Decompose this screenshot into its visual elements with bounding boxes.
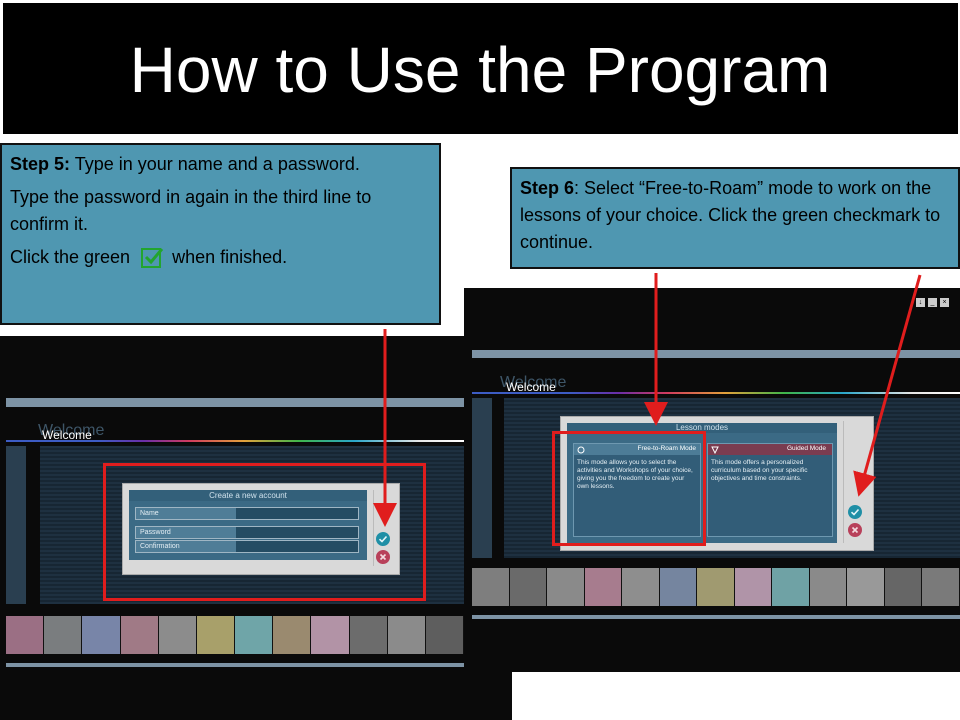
confirm-button[interactable] [376,532,390,546]
close-icon [379,553,387,561]
rainbow-divider [472,392,960,394]
step6-label: Step 6 [520,178,575,198]
step5-line3: Click the green when finished. [10,244,431,271]
name-field[interactable]: Name [135,507,359,520]
confirmation-field[interactable]: Confirmation [135,540,359,553]
arrow-to-confirm-right [853,274,922,497]
modes-panel: Free-to-Roam Mode This mode allows you t… [567,433,837,543]
highlight-box-free-to-roam [552,431,706,546]
name-field-label: Name [136,508,236,519]
bottom-bar [6,663,464,667]
minimize-button[interactable]: _ [928,298,937,307]
check-icon [850,508,860,516]
slide-title: How to Use the Program [129,34,831,106]
step5-line2: Type the password in again in the third … [10,187,372,234]
top-bar [6,398,464,407]
triangle-icon [711,446,719,454]
step5-line3-before: Click the green [10,247,131,267]
confirm-button[interactable] [848,505,862,519]
photo-filmstrip [472,568,960,606]
step6-text: : Select “Free-to-Roam” mode to work on … [520,178,941,252]
cancel-button[interactable] [376,550,390,564]
bottom-bar [472,615,960,619]
dialog-title: Create a new account [129,490,367,501]
free-to-roam-title: Free-to-Roam Mode [637,445,696,452]
welcome-label: Welcome [42,428,92,442]
step5-callout: Step 5: Type in your name and a password… [0,143,441,325]
welcome-ghost-text: Welcome [500,374,567,391]
step5-line3-after: when finished. [172,247,288,267]
guided-mode-title: Guided Mode [786,445,826,452]
left-panel [472,398,492,558]
circle-icon [577,446,585,454]
left-panel [6,446,26,604]
step5-text: Type in your name and a password. [70,154,360,174]
checkbox-checked-icon [141,248,164,269]
highlight-box-account [103,463,426,601]
account-screen-screenshot: Welcome Welcome Create a new account Nam… [0,336,512,720]
close-icon [851,526,859,534]
step6-callout: Step 6: Select “Free-to-Roam” mode to wo… [510,167,960,269]
free-to-roam-card[interactable]: Free-to-Roam Mode This mode allows you t… [573,443,701,537]
confirmation-field-label: Confirmation [136,541,236,552]
dialog-title: Lesson modes [567,423,837,433]
photo-filmstrip [6,616,465,654]
free-to-roam-description: This mode allows you to select the activ… [577,459,693,490]
create-account-dialog: Create a new account Name Password Confi… [122,483,400,575]
step5-label: Step 5: [10,154,71,174]
cancel-button[interactable] [848,523,862,537]
title-banner [3,3,958,134]
guided-mode-card[interactable]: Guided Mode This mode offers a personali… [707,443,833,537]
step5-line1: Step 5: Type in your name and a password… [10,151,431,178]
password-field-label: Password [136,527,236,538]
free-to-roam-header: Free-to-Roam Mode [574,444,700,455]
check-icon [378,535,388,543]
guided-mode-description: This mode offers a personalized curricul… [711,459,808,482]
welcome-ghost-text: Welcome [38,422,105,439]
guided-mode-header: Guided Mode [708,444,832,455]
rainbow-divider [6,440,464,442]
password-field[interactable]: Password [135,526,359,539]
close-window-button[interactable]: × [940,298,949,307]
step6-paragraph: Step 6: Select “Free-to-Roam” mode to wo… [520,175,950,256]
top-bar [472,350,960,358]
welcome-label: Welcome [506,380,556,394]
dialog-body: Name Password Confirmation [129,501,367,560]
minimize-all-button[interactable]: ↓ [916,298,925,307]
